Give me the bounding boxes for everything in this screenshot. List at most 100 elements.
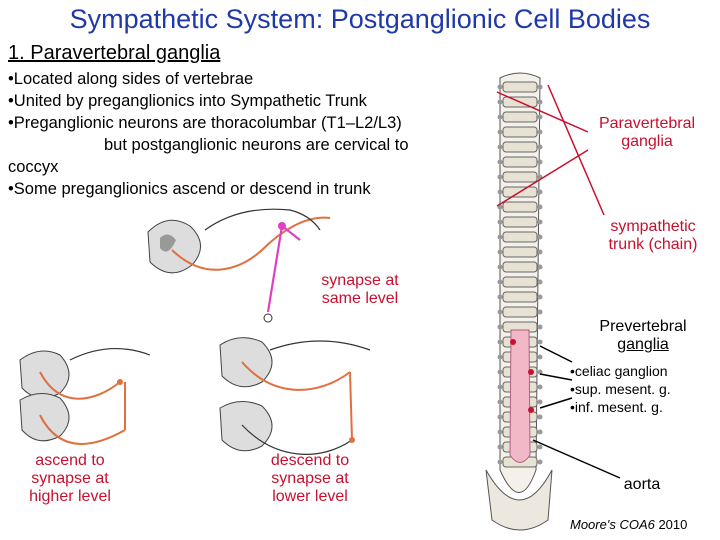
vertebra (502, 261, 538, 273)
trunk-ganglion (497, 84, 503, 90)
bullet-continuation: coccyx (8, 158, 59, 176)
trunk-ganglion (537, 414, 543, 420)
trunk-ganglion (537, 144, 543, 150)
trunk-ganglion (497, 144, 503, 150)
trunk-ganglion (497, 369, 503, 375)
trunk-ganglion (497, 339, 503, 345)
prevertebral-label-line: Prevertebral (599, 318, 687, 335)
leader-lines (496, 84, 605, 216)
prevertebral-item: inf. mesent. g. (570, 398, 671, 416)
trunk-ganglion (497, 414, 503, 420)
credit-author: Moore's COA6 (570, 517, 655, 532)
black-leader-lines (532, 345, 621, 479)
section-heading: 1. Paravertebral ganglia (8, 42, 221, 64)
trunk-ganglion (537, 129, 543, 135)
vertebra (502, 201, 538, 213)
paravertebral-label-line: ganglia (621, 133, 673, 150)
sympathetic-trunk-label-line: trunk (chain) (608, 236, 698, 253)
vertebra (502, 246, 538, 258)
trunk-ganglion (537, 249, 543, 255)
bullet-item: Located along sides of vertebrae (8, 68, 503, 90)
trunk-ganglion (497, 219, 503, 225)
trunk-ganglion (497, 444, 503, 450)
sympathetic-trunk-label-line: sympathetic (610, 218, 696, 235)
descend-label-line: synapse at (271, 470, 349, 487)
vertebra (502, 141, 538, 153)
trunk-ganglion (537, 219, 543, 225)
page-title: Sympathetic System: Postganglionic Cell … (69, 4, 651, 34)
trunk-ganglion (497, 279, 503, 285)
trunk-ganglion (537, 444, 543, 450)
trunk-ganglion (497, 189, 503, 195)
trunk-ganglion (497, 459, 503, 465)
vertebra (502, 156, 538, 168)
prevertebral-label: Prevertebral ganglia (578, 318, 708, 354)
credit-text: Moore's COA6 2010 (570, 517, 687, 532)
ascend-label-line: higher level (29, 488, 111, 505)
celiac-ganglion (510, 339, 516, 345)
spinal-cross-section-top (147, 208, 331, 323)
descend-label-line: lower level (272, 488, 348, 505)
bullet-item: Preganglionic neurons are thoracolumbar … (8, 112, 503, 134)
spinal-cross-section-left (19, 348, 151, 445)
trunk-ganglion (497, 99, 503, 105)
bullet-item: United by preganglionics into Sympatheti… (8, 90, 503, 112)
descend-label-line: descend to (270, 452, 350, 469)
vertebra (502, 126, 538, 138)
ascend-label: ascend to synapse at higher level (12, 452, 128, 506)
trunk-ganglion (537, 369, 543, 375)
bullet-continuation: but postganglionic neurons are cervical … (104, 136, 409, 154)
trunk-ganglion (537, 324, 543, 330)
trunk-ganglion (537, 84, 543, 90)
trunk-ganglion (537, 279, 543, 285)
trunk-ganglion (537, 399, 543, 405)
sympathetic-trunk-label: sympathetic trunk (chain) (590, 218, 716, 254)
trunk-ganglion (497, 114, 503, 120)
trunk-ganglion (537, 159, 543, 165)
aorta-label: aorta (623, 476, 661, 493)
descend-label: descend to synapse at lower level (256, 452, 364, 506)
trunk-ganglion (497, 309, 503, 315)
prevertebral-label-line: ganglia (617, 336, 669, 353)
vertebra (502, 171, 538, 183)
trunk-ganglion (537, 204, 543, 210)
superior-mesenteric-ganglion (528, 369, 534, 375)
trunk-ganglion (537, 309, 543, 315)
bullet-list: Located along sides of vertebrae United … (8, 68, 503, 200)
paravertebral-label: Paravertebral ganglia (584, 115, 710, 151)
synapse-same-label-line: synapse at (321, 272, 399, 289)
synapse-same-level-label: synapse at same level (310, 272, 410, 308)
trunk-ganglion (537, 234, 543, 240)
vertebra (502, 306, 538, 318)
trunk-ganglion (537, 264, 543, 270)
trunk-ganglion (497, 234, 503, 240)
trunk-ganglion (497, 324, 503, 330)
trunk-ganglion (497, 249, 503, 255)
trunk-ganglion (537, 294, 543, 300)
vertebra (502, 81, 538, 93)
prevertebral-item: celiac ganglion (570, 362, 671, 380)
trunk-ganglion (537, 99, 543, 105)
trunk-ganglion (537, 429, 543, 435)
vertebra (502, 276, 538, 288)
paravertebral-label-line: Paravertebral (598, 115, 696, 132)
aorta-shape (509, 329, 531, 463)
ascend-label-line: synapse at (31, 470, 109, 487)
ascend-label-line: ascend to (35, 452, 105, 469)
prevertebral-item: sup. mesent. g. (570, 380, 671, 398)
trunk-ganglion (497, 264, 503, 270)
trunk-ganglion (497, 354, 503, 360)
credit-year: 2010 (654, 517, 688, 532)
trunk-ganglion (537, 114, 543, 120)
trunk-ganglion (497, 129, 503, 135)
trunk-ganglion (537, 339, 543, 345)
bullet-item: Some preganglionics ascend or descend in… (8, 178, 503, 200)
inferior-mesenteric-ganglion (528, 407, 534, 413)
trunk-ganglion (497, 159, 503, 165)
trunk-ganglion (537, 354, 543, 360)
trunk-ganglion (497, 399, 503, 405)
spinal-cross-section-middle (219, 337, 371, 455)
vertebra (502, 231, 538, 243)
trunk-ganglion (497, 174, 503, 180)
